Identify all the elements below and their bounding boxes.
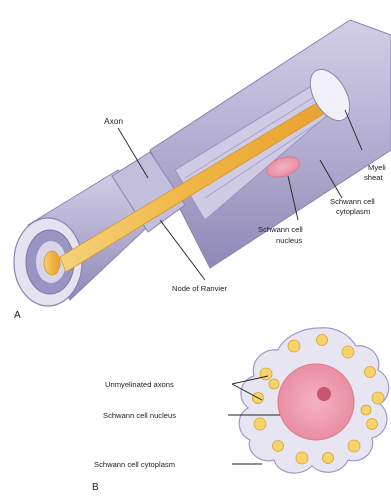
axon-dot [260, 368, 272, 380]
axon-dot [361, 405, 371, 415]
label-unmyelinated-axons: Unmyelinated axons [105, 380, 174, 389]
axon-dot [288, 340, 300, 352]
panel-a-myelinated-axon: Axon Myeli sheat Schwann cell cytoplasm … [14, 20, 391, 321]
axon-dot [323, 453, 334, 464]
axon-dot [372, 392, 384, 404]
schwann-cell-nucleus-b [278, 364, 354, 440]
label-schwann-cell-cytoplasm-b: Schwann cell cytoplasm [94, 460, 175, 469]
axon-dot [365, 367, 376, 378]
label-myelin-line1: Myeli [368, 163, 386, 172]
label-schwann-nucleus-line2: nucleus [276, 236, 302, 245]
label-axon: Axon [104, 116, 123, 126]
axon-dot [273, 441, 284, 452]
panel-letter-b: B [92, 482, 99, 493]
axon-dot [269, 379, 279, 389]
label-schwann-cytoplasm-line1: Schwann cell [330, 197, 375, 206]
label-schwann-cell-nucleus-b: Schwann cell nucleus [103, 411, 176, 420]
panel-b-unmyelinated-axons: Unmyelinated axons Schwann cell nucleus … [92, 328, 389, 493]
axon-dot [317, 335, 328, 346]
label-schwann-cytoplasm-line2: cytoplasm [336, 207, 370, 216]
axon-dot [348, 440, 360, 452]
panel-letter-a: A [14, 310, 21, 321]
axon-dot [367, 419, 378, 430]
label-node-of-ranvier: Node of Ranvier [172, 284, 227, 293]
axon-dot [296, 452, 308, 464]
nucleolus [317, 387, 331, 401]
axon-dot [254, 418, 266, 430]
label-myelin-line2: sheat [364, 173, 383, 182]
label-schwann-nucleus-line1: Schwann cell [258, 225, 303, 234]
axon-cut-end [44, 251, 60, 275]
axon-dot [342, 346, 354, 358]
